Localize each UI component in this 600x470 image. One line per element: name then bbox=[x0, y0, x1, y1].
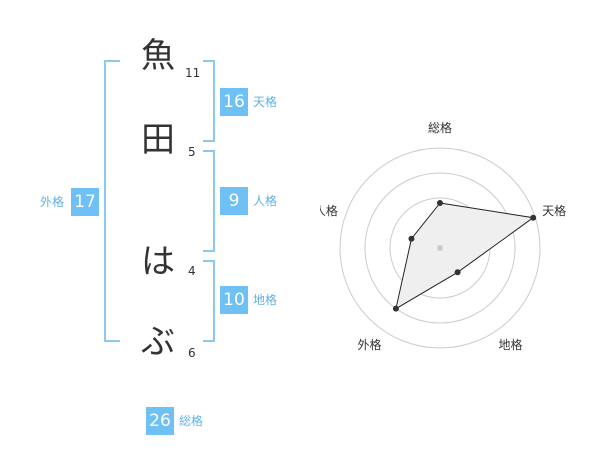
stroke-count-4: 6 bbox=[188, 346, 196, 360]
name-char-1: 魚 bbox=[141, 36, 175, 76]
chikaku-bracket bbox=[203, 260, 215, 342]
tenkaku-value: 16 bbox=[220, 88, 248, 116]
radar-point bbox=[408, 235, 415, 242]
name-char-2: 田 bbox=[141, 120, 175, 160]
jinkaku-label: 人格 bbox=[253, 194, 278, 208]
stroke-count-3: 4 bbox=[188, 264, 196, 278]
chikaku-label: 地格 bbox=[253, 293, 278, 307]
stroke-count-2: 5 bbox=[188, 145, 196, 159]
tenkaku-bracket bbox=[203, 60, 215, 142]
radar-ring bbox=[339, 147, 541, 349]
radar-point bbox=[392, 305, 399, 312]
radar-axis-label: 外格 bbox=[357, 337, 381, 352]
jinkaku-bracket bbox=[203, 150, 215, 252]
radar-axis-label: 人格 bbox=[320, 203, 338, 218]
radar-center-dot bbox=[437, 245, 443, 251]
jinkaku-value: 9 bbox=[220, 187, 248, 215]
name-char-3: は bbox=[141, 242, 175, 282]
soukaku-label: 総格 bbox=[179, 414, 204, 428]
radar-ring bbox=[364, 172, 516, 324]
gaikaku-value: 17 bbox=[71, 188, 99, 216]
radar-area bbox=[395, 202, 535, 310]
radar-axis-label: 地格 bbox=[499, 337, 523, 352]
gaikaku-label: 外格 bbox=[40, 195, 65, 209]
radar-point bbox=[454, 269, 461, 276]
stroke-count-1: 11 bbox=[185, 66, 201, 80]
radar-axis-label: 総格 bbox=[428, 120, 452, 135]
radar-axis-label: 天格 bbox=[542, 203, 566, 218]
name-char-4: ぶ bbox=[141, 322, 175, 362]
soukaku-value: 26 bbox=[146, 407, 174, 435]
tenkaku-label: 天格 bbox=[253, 95, 278, 109]
gaikaku-bracket bbox=[104, 60, 120, 342]
chikaku-value: 10 bbox=[220, 286, 248, 314]
radar-point bbox=[437, 200, 443, 206]
radar-point bbox=[530, 214, 537, 221]
